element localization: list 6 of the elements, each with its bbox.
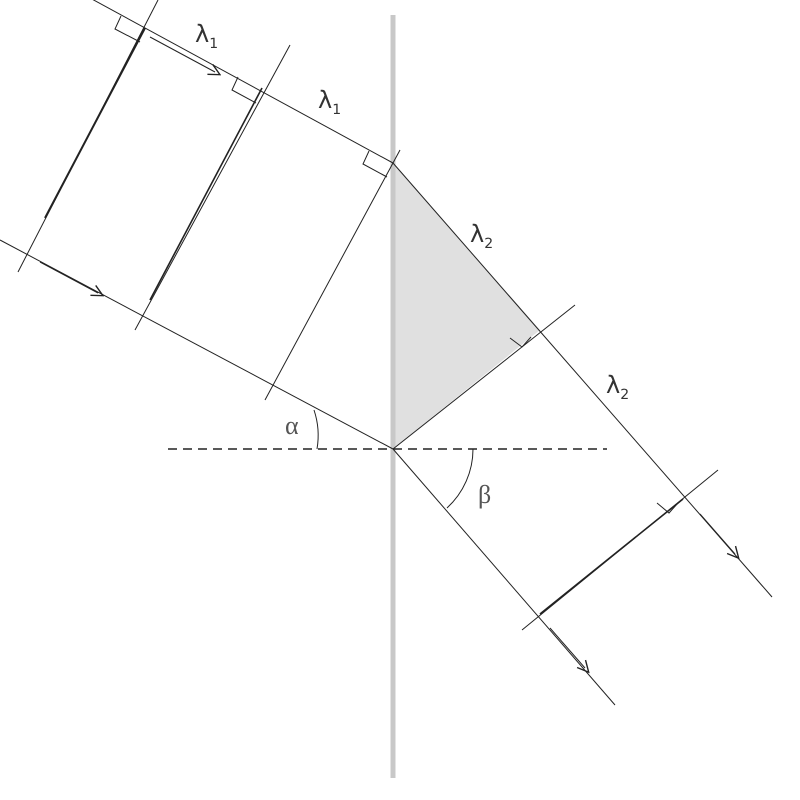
wavelength-label: λ$_{2}$ — [470, 222, 494, 251]
angle-label: β — [478, 482, 492, 508]
wavelength-label: λ$_{1}$ — [195, 22, 218, 51]
wavelength-label: λ$_{2}$ — [606, 373, 630, 402]
wavelength-label: λ$_{1}$ — [318, 88, 342, 117]
angle-label: α — [285, 413, 299, 439]
